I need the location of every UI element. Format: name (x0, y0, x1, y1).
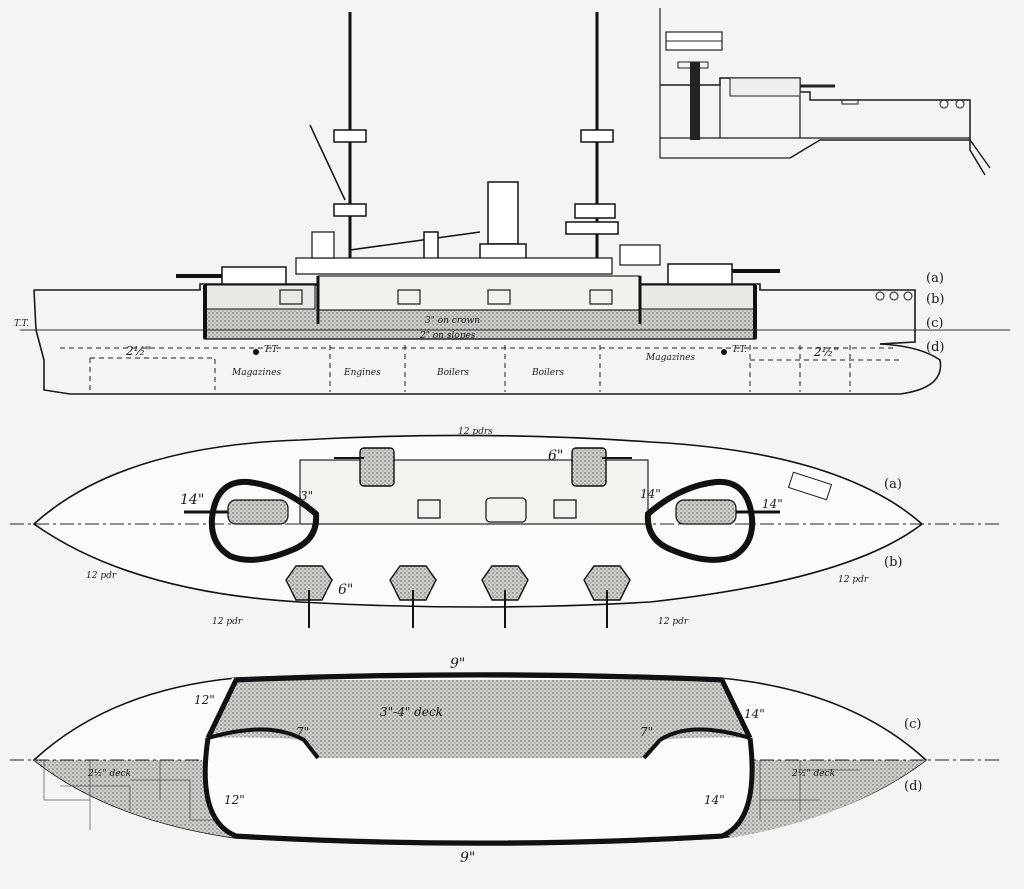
profile-tt-bow: T.T. (14, 319, 29, 329)
lower-plan-belt-bottom: 9" (460, 850, 475, 866)
profile-deck-stern: 2½" (813, 345, 839, 359)
profile-tag-b: (b) (926, 292, 944, 307)
lower-plan-bulkhead-left-lower: 12" (224, 793, 245, 807)
lower-plan-tag-d: (d) (904, 779, 922, 794)
profile-slopes-label: 2" on slopes (419, 331, 476, 341)
upper-deck-plan (10, 434, 1000, 628)
side-profile (20, 12, 1010, 395)
profile-space-boilers-1: Boilers (436, 368, 469, 378)
profile-space-boilers-2: Boilers (531, 368, 564, 378)
upper-plan-6in-top: 6" (548, 448, 563, 464)
upper-plan-14in-left: 14" (180, 492, 204, 508)
upper-plan-6in-side: 6" (338, 582, 353, 598)
upper-plan-12pdr-right: 12 pdr (658, 617, 689, 627)
lower-plan-bulkhead-right-lower: 14" (704, 793, 725, 807)
lower-plan-inner-left: 7" (296, 725, 309, 739)
upper-plan-14in-right-outer: 14" (762, 497, 783, 511)
lower-plan-belt-top: 9" (450, 656, 465, 672)
upper-plan-12pdrs-top: 12 pdrs (458, 427, 493, 437)
lower-plan-inner-right: 7" (640, 725, 653, 739)
profile-crown-label: 3" on crown (425, 316, 480, 326)
profile-space-magazines-aft: Magazines (645, 353, 695, 363)
profile-tt-right: T.T. (732, 345, 747, 355)
profile-tag-c: (c) (926, 316, 943, 331)
detail-inset (659, 8, 991, 176)
profile-tag-a: (a) (926, 271, 944, 286)
upper-plan-tag-a: (a) (884, 477, 902, 492)
lower-plan-deck-label: 3"-4" deck (380, 705, 443, 719)
profile-space-magazines-fwd: Magazines (231, 368, 281, 378)
lower-plan-deck-stern: 2½" deck (791, 768, 835, 779)
lower-plan-deck-bow: 2½" deck (87, 768, 131, 779)
lower-plan-bulkhead-right-upper: 14" (744, 707, 765, 721)
upper-plan-12pdr-left: 12 pdr (212, 617, 243, 627)
profile-space-engines: Engines (343, 368, 381, 378)
lower-plan-bulkhead-left-upper: 12" (194, 693, 215, 707)
profile-tag-d: (d) (926, 340, 944, 355)
profile-tt-left: T.T. (264, 345, 279, 355)
profile-deck-bow: 2½" (125, 344, 151, 358)
upper-plan-3in: 3" (300, 489, 313, 503)
lower-plan-tag-c: (c) (904, 717, 921, 732)
upper-plan-14in-right-inner: 14" (640, 487, 661, 501)
upper-plan-12pdr-bow: 12 pdr (86, 571, 117, 581)
lower-deck-plan (10, 672, 1000, 846)
upper-plan-12pdr-stern: 12 pdr (838, 575, 869, 585)
upper-plan-tag-b: (b) (884, 555, 902, 570)
